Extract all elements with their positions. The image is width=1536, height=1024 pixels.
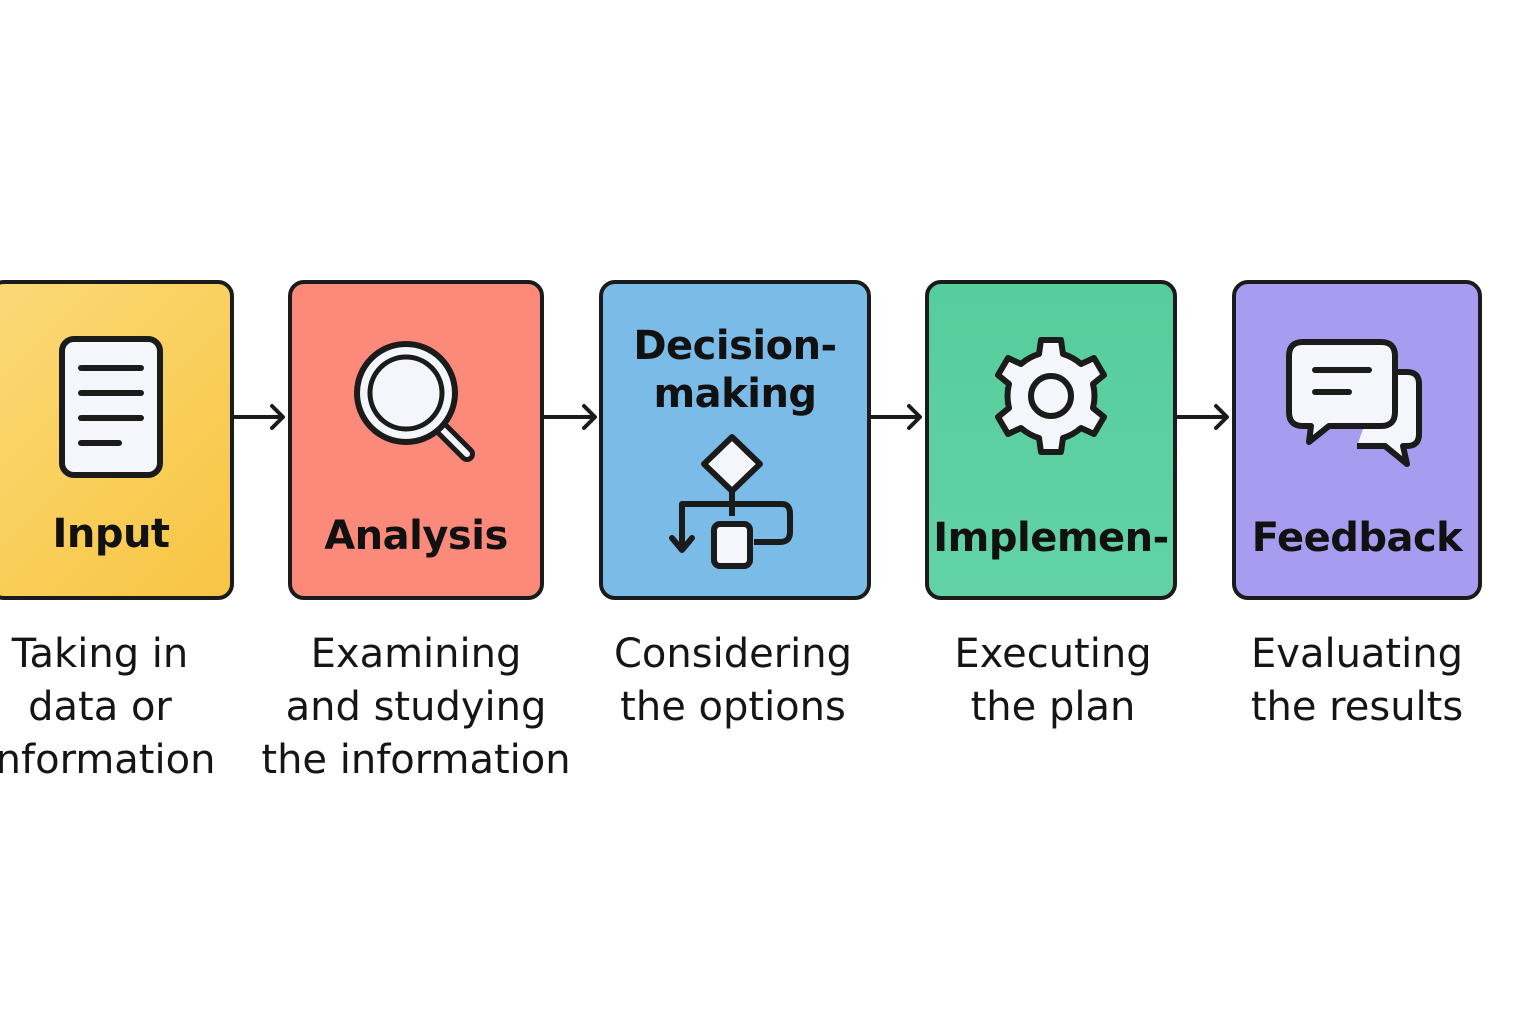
step-label-input: Input [52,511,170,557]
step-box-input: Input [0,280,234,600]
arrow-input-to-analysis [234,404,285,430]
step-label-feedback: Feedback [1251,515,1463,561]
step-box-implementation: Implemen- [925,280,1177,600]
document-icon [59,336,163,478]
step-description-feedback: Evaluating the results [1250,631,1464,730]
step-description-decision-making: Considering the options [613,631,852,730]
step-label-analysis: Analysis [324,513,508,559]
step-label-implementation: Implemen- [933,515,1169,561]
arrow-implementation-to-feedback [1177,404,1229,430]
flowchart-icon [669,434,793,569]
arrow-decision-to-implementation [871,404,922,430]
step-description-implementation: Executing the plan [954,631,1152,730]
arrow-analysis-to-decision [544,404,597,430]
step-description-input: Taking in data or information [0,631,216,783]
gear-icon [995,337,1107,455]
step-description-analysis: Examining and studying the information [261,631,571,783]
step-label-decision-making: Decision- making [633,323,837,417]
step-box-decision-making: Decision- making [599,280,871,600]
step-box-analysis: Analysis [288,280,544,600]
step-box-feedback: Feedback [1232,280,1482,600]
chat-bubbles-icon [1286,339,1422,467]
magnifier-icon [354,341,475,462]
